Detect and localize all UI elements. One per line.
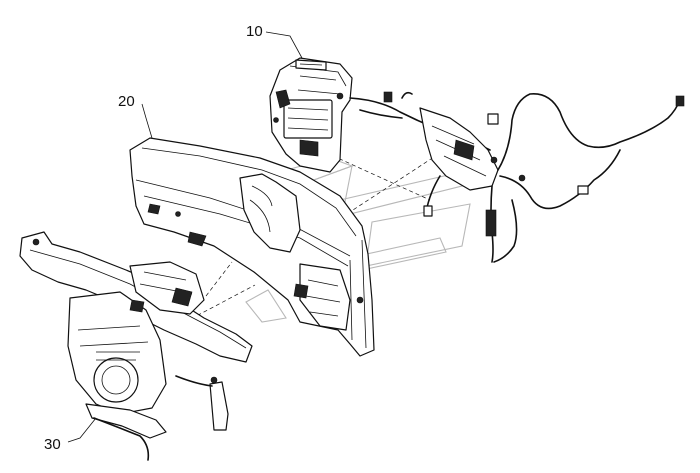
- callout-leaders: [67, 31, 303, 443]
- part-10-hvac-module: [269, 57, 353, 173]
- part-20-instrument-panel: [129, 137, 375, 357]
- part-10-wiring-harness: [349, 91, 685, 263]
- callout-label-20: 20: [118, 93, 135, 110]
- callout-label-30: 30: [44, 436, 61, 453]
- part-30-air-ducts: [19, 231, 253, 461]
- callout-label-10: 10: [246, 23, 263, 40]
